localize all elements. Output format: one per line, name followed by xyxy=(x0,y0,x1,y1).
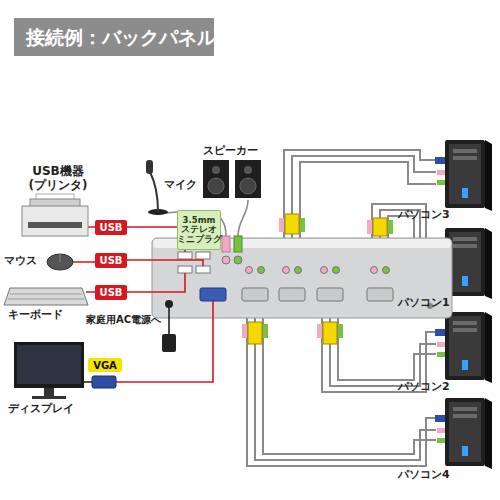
vga-port xyxy=(317,288,343,301)
usb-port xyxy=(178,252,192,259)
speaker-woofer xyxy=(208,178,224,194)
device-label: マウス xyxy=(4,254,44,267)
speaker xyxy=(235,160,261,198)
vga-port xyxy=(279,288,305,301)
speaker-tweeter xyxy=(244,166,252,174)
audio-plug xyxy=(242,324,247,338)
node-text: USB xyxy=(100,222,123,233)
audio-jack xyxy=(283,267,290,274)
usb-cables xyxy=(73,227,213,382)
vga-port xyxy=(367,288,393,301)
pc-tower xyxy=(435,312,492,383)
vga-connector xyxy=(92,376,116,388)
speaker-tweeter xyxy=(212,166,220,174)
audio-jack xyxy=(321,267,328,274)
vga-plug xyxy=(248,322,262,344)
device-label: スピーカー xyxy=(203,144,273,157)
vga-plug xyxy=(373,218,387,236)
vga-tag: VGA xyxy=(88,358,122,372)
mic-stem xyxy=(150,172,158,212)
vga-port xyxy=(200,288,226,301)
audio-plug xyxy=(367,220,372,234)
usb-tag: USB xyxy=(95,220,127,235)
speaker-cable xyxy=(238,200,248,236)
keyboard xyxy=(4,288,88,305)
mic-jack xyxy=(222,256,230,264)
audio-plug xyxy=(338,324,343,338)
mouse xyxy=(47,254,73,270)
pc-cable xyxy=(330,318,436,386)
usb-cable xyxy=(73,260,203,266)
mic-plug xyxy=(222,236,230,252)
speaker xyxy=(203,160,229,198)
usb-port xyxy=(196,266,210,273)
audio-plug xyxy=(263,324,268,338)
speaker-plug xyxy=(234,236,242,252)
mic-head xyxy=(146,160,153,174)
node-text: VGA xyxy=(93,360,117,371)
keyboard-keys xyxy=(8,294,84,299)
display-frame xyxy=(14,342,84,388)
title-text: 接続例：バックパネル xyxy=(14,18,214,56)
audio-jack xyxy=(246,267,253,274)
audio-plug xyxy=(317,324,322,338)
node-text: USB xyxy=(100,255,123,266)
device-label: ディスプレイ xyxy=(8,402,92,415)
display-stand xyxy=(44,388,54,396)
audio-plug xyxy=(279,218,284,232)
audio-jack xyxy=(371,267,378,274)
vga-cable xyxy=(116,301,213,382)
vga-plug xyxy=(323,322,337,344)
usb-port xyxy=(196,252,210,259)
speaker-jack xyxy=(234,256,242,264)
usb-tag: USB xyxy=(95,253,127,268)
display-cable xyxy=(84,381,92,383)
printer-slot xyxy=(28,222,82,228)
usb-port xyxy=(178,266,192,273)
vga-port xyxy=(242,288,268,301)
audio-plug xyxy=(388,220,393,234)
device-label: キーボード xyxy=(8,308,88,321)
display-base xyxy=(32,396,66,399)
speaker-woofer xyxy=(240,178,256,194)
ac-adapter xyxy=(162,334,176,352)
pc-cable xyxy=(338,318,436,380)
node-text: USB xyxy=(100,287,123,298)
plug-tag: 3.5mm ステレオ ミニプラグ xyxy=(177,210,221,250)
usb-tag: USB xyxy=(95,285,127,300)
pc-label: パソコン3 xyxy=(398,208,462,221)
pc-tower xyxy=(435,140,492,211)
display-screen xyxy=(17,345,81,384)
mouse-button-line xyxy=(60,254,61,262)
power-cable xyxy=(168,304,170,334)
device-label: マイク xyxy=(164,178,202,191)
pc-tower xyxy=(435,398,492,469)
power-note: 家庭用AC電源へ xyxy=(86,314,162,326)
pc-label: パソコン2 xyxy=(398,380,462,393)
vga-plug xyxy=(285,214,299,234)
audio-plug xyxy=(300,218,305,232)
pc-label: パソコン4 xyxy=(398,468,462,481)
title-banner xyxy=(14,18,214,56)
pc-cable xyxy=(300,162,436,238)
printer-body xyxy=(22,206,88,236)
audio-jack xyxy=(383,267,390,274)
node-text: 3.5mm ステレオ ミニプラグ xyxy=(177,216,222,244)
device-label: USB機器 (プリンタ) xyxy=(16,164,100,193)
audio-jack xyxy=(333,267,340,274)
pc-label: パソコン1 xyxy=(398,296,462,309)
audio-jack xyxy=(295,267,302,274)
audio-jack xyxy=(258,267,265,274)
